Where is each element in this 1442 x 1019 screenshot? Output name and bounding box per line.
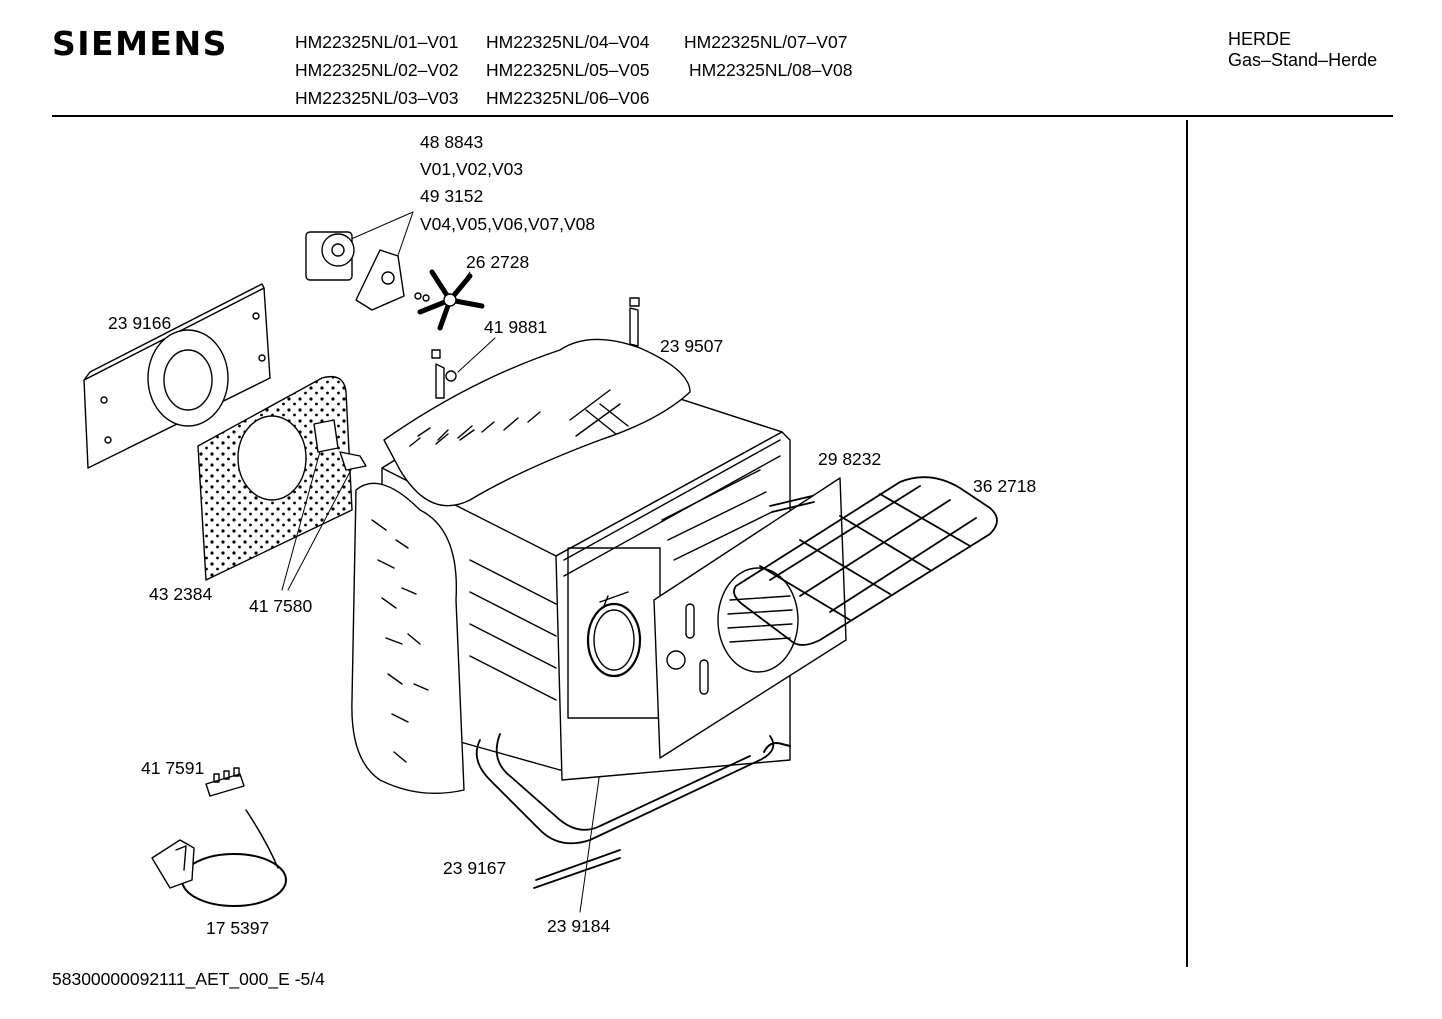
insulation-mat xyxy=(197,375,353,581)
part-label: 36 2718 xyxy=(973,476,1037,496)
mains-cable xyxy=(151,809,287,907)
part-label: 23 9507 xyxy=(660,336,724,356)
part-label: 48 8843 xyxy=(420,132,484,152)
header-divider xyxy=(52,115,1393,117)
model-number: HM22325NL/01–V01 xyxy=(295,32,459,52)
circular-heating-element xyxy=(586,591,642,678)
model-number: HM22325NL/02–V02 xyxy=(295,60,459,80)
document-id: 58300000092111_AET_000_E xyxy=(52,969,290,989)
fan-blade xyxy=(414,269,485,331)
category-block: HERDE Gas–Stand–Herde xyxy=(1228,29,1377,71)
lamp-holder xyxy=(313,419,339,453)
category-title: HERDE xyxy=(1228,29,1292,49)
terminal-block xyxy=(205,767,245,797)
part-label: 23 9166 xyxy=(108,313,172,333)
part-label: 23 9167 xyxy=(443,858,507,878)
bottom-heating-element xyxy=(475,733,775,889)
page-indicator: -5/4 xyxy=(294,969,325,989)
model-number: HM22325NL/07–V07 xyxy=(684,32,848,52)
brand-logo: SIEMENS xyxy=(52,24,228,63)
part-label: 41 7591 xyxy=(141,758,205,778)
part-label: 17 5397 xyxy=(206,918,270,938)
part-variant-label: V04,V05,V06,V07,V08 xyxy=(420,214,596,234)
model-number: HM22325NL/05–V05 xyxy=(486,60,650,80)
shelf-rails xyxy=(469,469,773,701)
part-label: 43 2384 xyxy=(149,584,213,604)
fan-cover-panel xyxy=(653,477,847,759)
part-label: 41 7580 xyxy=(249,596,313,616)
side-insulation xyxy=(351,482,465,794)
model-number: HM22325NL/04–V04 xyxy=(486,32,650,52)
model-row: HM22325NL/02–V02 HM22325NL/05–V05 HM22325N… xyxy=(295,56,852,84)
model-number: HM22325NL/03–V03 xyxy=(295,88,459,108)
part-label: 29 8232 xyxy=(818,449,882,469)
part-label: 41 9881 xyxy=(484,317,548,337)
part-variant-label: V01,V02,V03 xyxy=(420,159,524,179)
top-grill-element xyxy=(733,476,998,646)
model-number: HM22325NL/06–V06 xyxy=(486,88,650,108)
rear-cover-panel xyxy=(83,283,271,469)
fixing-parts xyxy=(339,297,640,471)
top-insulation xyxy=(383,338,691,507)
part-label: 49 3152 xyxy=(420,186,484,206)
connector-pipes xyxy=(763,742,791,753)
fan-motor xyxy=(305,231,405,311)
category-subtitle: Gas–Stand–Herde xyxy=(1228,50,1378,70)
part-label: 26 2728 xyxy=(466,252,530,272)
part-label: 23 9184 xyxy=(547,916,611,936)
document-footer: 58300000092111_AET_000_E -5/4 xyxy=(52,969,325,990)
model-row: HM22325NL/03–V03 HM22325NL/06–V06 xyxy=(295,84,852,112)
model-row: HM22325NL/01–V01 HM22325NL/04–V04 HM22325N… xyxy=(295,28,852,56)
side-divider xyxy=(1186,120,1188,967)
model-number: HM22325NL/08–V08 xyxy=(689,60,853,80)
